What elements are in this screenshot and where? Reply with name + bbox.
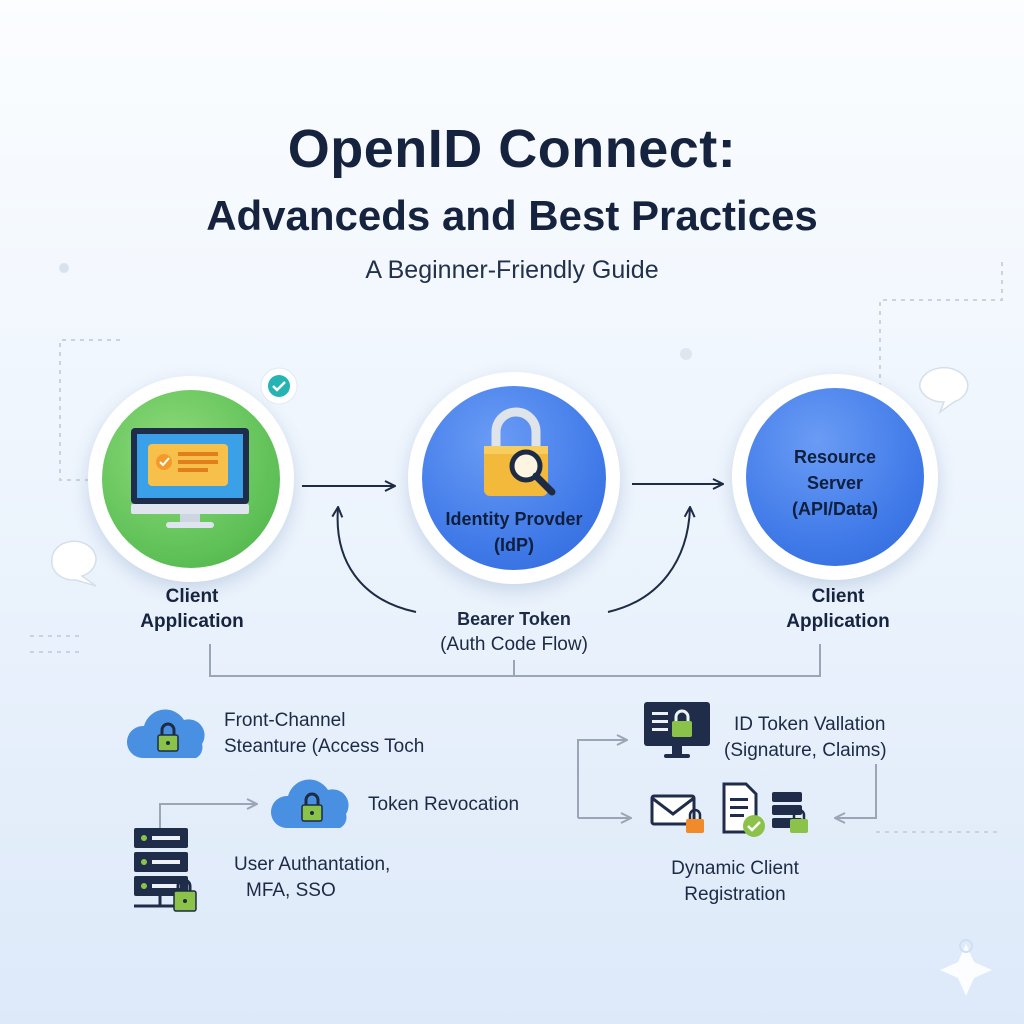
identity-provider-node: Identity Provder (IdP): [408, 372, 620, 584]
envelope-lock-icon: [650, 794, 704, 833]
resource-label-line3: (API/Data): [791, 499, 878, 519]
dcr-label: Dynamic Client Registration: [671, 858, 799, 905]
database-lock-icon: [772, 792, 808, 833]
idp-label-line1: Identity Provder: [445, 509, 583, 529]
resource-label-line1: Resource: [793, 447, 877, 467]
monitor-icon: [131, 428, 249, 528]
arrow-to-id-token: [577, 740, 626, 818]
dot-decoration: [680, 348, 692, 360]
arrow-to-token-revocation: [159, 804, 256, 832]
monitor-lock-icon: [644, 702, 710, 758]
check-badge-icon: [260, 367, 298, 405]
page-title-line2: Advanceds and Best Practices: [206, 192, 818, 239]
lock-magnifier-icon: [484, 407, 556, 496]
page-subtitle: A Beginner-Friendly Guide: [365, 256, 659, 284]
id-token-label: ID Token Vallation (Signature, Claims): [724, 714, 887, 761]
chat-bubble-icon: [51, 540, 97, 587]
server-rack-icon: [134, 828, 197, 912]
client-application-node: [88, 376, 294, 582]
resource-label-line2: Server: [806, 473, 864, 493]
front-channel-label: Front-Channel Steanture (Access Toch: [224, 710, 425, 757]
dot-decoration: [59, 263, 69, 273]
dashed-connector-right: [879, 262, 1003, 388]
arrow-from-id-token: [836, 764, 877, 818]
token-revocation-label: Token Revocation: [368, 794, 520, 815]
cloud-lock-icon: [126, 709, 205, 758]
dcr-icons: [650, 782, 808, 837]
document-check-icon: [722, 782, 765, 837]
curve-arrow-bearer-left: [338, 508, 417, 613]
client-label-left: Client Application: [140, 586, 244, 632]
page-title: OpenID Connect:: [287, 119, 737, 179]
dashed-connector-left: [59, 339, 120, 481]
chat-bubble-icon: [919, 366, 969, 415]
idp-label-line2: (IdP): [494, 535, 534, 555]
cloud-lock-icon-revocation: [270, 779, 349, 828]
user-auth-label: User Authantation, MFA, SSO: [234, 854, 391, 901]
bearer-token-label: Bearer Token (Auth Code Flow): [440, 609, 588, 655]
sparkle-icon: [940, 944, 992, 996]
curve-arrow-bearer-right: [607, 508, 690, 613]
resource-server-node: Resource Server (API/Data): [732, 374, 938, 580]
client-label-right: Client Application: [786, 586, 890, 632]
